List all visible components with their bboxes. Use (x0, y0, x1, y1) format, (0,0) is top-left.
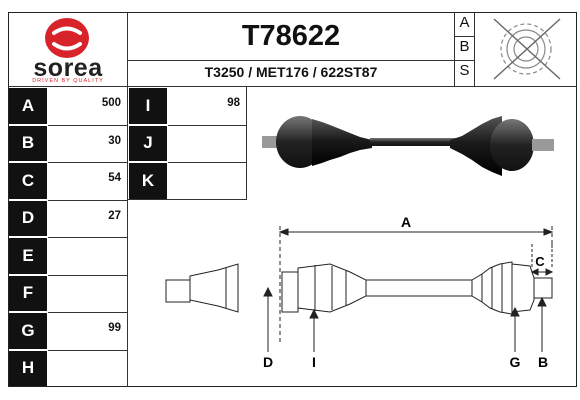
diagram-label-d: D (263, 354, 273, 370)
spec-value-i: 98 (227, 97, 240, 109)
technical-diagram: A C D I G B (160, 208, 570, 380)
spec-letter-a: A (9, 88, 47, 124)
brand-name: sorea (33, 54, 103, 82)
diagram-label-a: A (401, 214, 411, 230)
abs-letter-a: A (459, 14, 470, 31)
spec-value-j (168, 135, 246, 153)
no-abs-ring-icon (480, 14, 572, 84)
brand-tagline: DRIVEN BY QUALITY (32, 78, 104, 84)
diagram-label-b: B (538, 354, 548, 370)
spec-letter-b: B (9, 125, 47, 161)
part-number: T78622 (241, 20, 341, 52)
drive-shaft-photo (250, 92, 560, 202)
spec-value-k (168, 172, 246, 190)
abs-letter-s: S (459, 62, 470, 79)
spec-letter-k: K (129, 163, 167, 199)
spec-value-d: 27 (108, 209, 121, 222)
spec-value-b: 30 (108, 134, 121, 147)
spec-value-f (48, 285, 127, 303)
abs-letter-b: B (459, 38, 470, 55)
spec-value-h (48, 360, 127, 378)
spec-value-g: 99 (108, 322, 121, 334)
spec-letter-g: G (9, 313, 47, 349)
brand-logo: sorea DRIVEN BY QUALITY (10, 14, 126, 84)
spec-letter-h: H (9, 350, 47, 386)
spec-letter-f: F (9, 275, 47, 311)
diagram-label-c: C (535, 254, 545, 269)
spec-letter-c: C (9, 163, 47, 199)
spec-letter-j: J (129, 125, 167, 161)
diagram-label-i: I (312, 354, 316, 370)
diagram-label-g: G (510, 354, 521, 370)
spec-letter-i: I (129, 88, 167, 124)
spec-value-c: 54 (108, 172, 121, 184)
sorea-logo-icon (45, 18, 89, 58)
spec-letter-e: E (9, 238, 47, 274)
spec-letter-d: D (9, 200, 47, 236)
product-sheet-frame (8, 12, 577, 387)
cross-references: T3250 / MET176 / 622ST87 (204, 64, 378, 80)
spec-value-a: 500 (101, 97, 121, 109)
spec-value-e (48, 247, 127, 265)
